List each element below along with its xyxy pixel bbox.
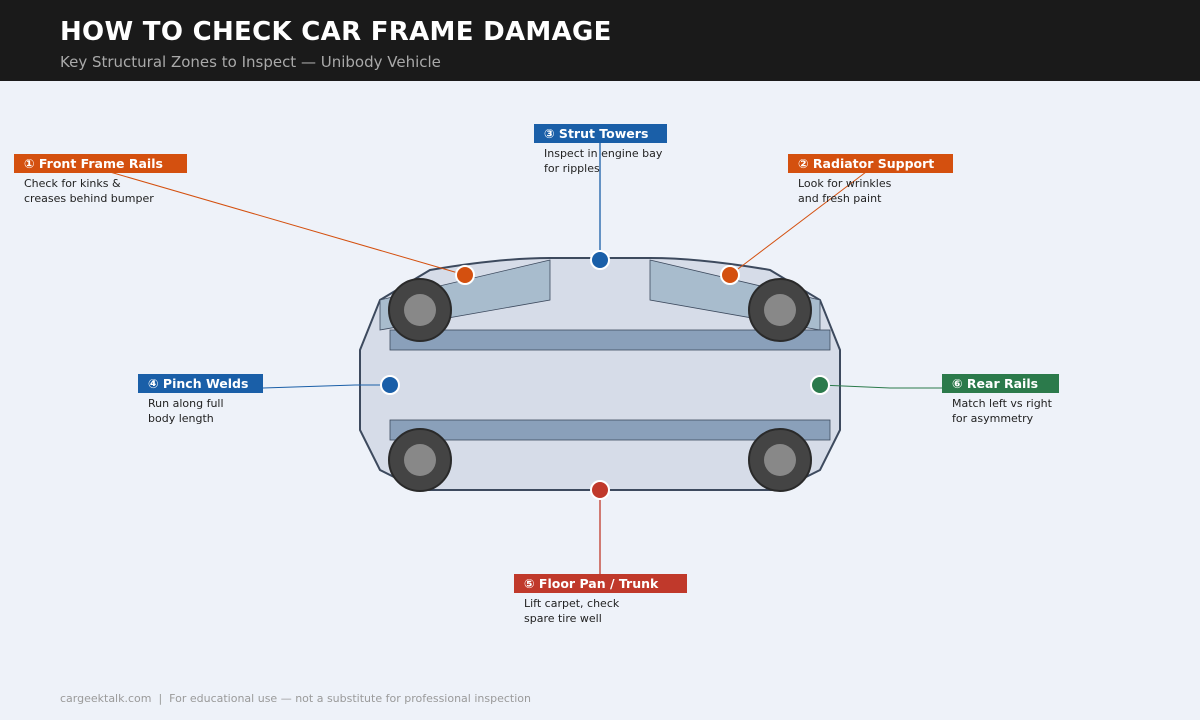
callout-desc-line: Lift carpet, check <box>524 597 620 610</box>
callout-label: ④ Pinch Welds <box>138 374 263 393</box>
page-title: HOW TO CHECK CAR FRAME DAMAGE <box>60 17 612 47</box>
callout-desc-line: Look for wrinkles <box>798 177 892 190</box>
callout-desc-line: spare tire well <box>524 612 602 625</box>
footer-note: cargeektalk.com | For educational use — … <box>60 692 531 705</box>
callout-description: Lift carpet, check spare tire well <box>524 596 619 626</box>
callout-description: Run along full body length <box>148 396 224 426</box>
callout-label: ⑥ Rear Rails <box>942 374 1059 393</box>
upper-frame-rail <box>389 329 831 351</box>
marker-floor-pan <box>590 480 610 500</box>
callout-desc-line: Run along full <box>148 397 224 410</box>
callout-desc-line: Match left vs right <box>952 397 1052 410</box>
marker-rear-rails <box>810 375 830 395</box>
page-subtitle: Key Structural Zones to Inspect — Unibod… <box>60 53 441 71</box>
wheel-rear-right <box>748 428 812 492</box>
callout-desc-line: for ripples <box>544 162 600 175</box>
leader-line-pinch-welds <box>262 384 390 389</box>
marker-front-frame-rails <box>455 265 475 285</box>
marker-radiator-support <box>720 265 740 285</box>
header-bar: HOW TO CHECK CAR FRAME DAMAGE Key Struct… <box>0 0 1200 81</box>
callout-description: Check for kinks & creases behind bumper <box>24 176 154 206</box>
marker-pinch-welds <box>380 375 400 395</box>
callout-label: ① Front Frame Rails <box>14 154 187 173</box>
leader-line-radiator-support <box>729 171 867 276</box>
callout-desc-line: Inspect in engine bay <box>544 147 663 160</box>
callout-label: ⑤ Floor Pan / Trunk <box>514 574 687 593</box>
callout-description: Inspect in engine bay for ripples <box>544 146 662 176</box>
lower-frame-rail <box>389 419 831 441</box>
callout-desc-line: creases behind bumper <box>24 192 154 205</box>
callout-description: Match left vs right for asymmetry <box>952 396 1052 426</box>
callout-desc-line: and fresh paint <box>798 192 882 205</box>
wheel-front-left <box>388 278 452 342</box>
marker-strut-towers <box>590 250 610 270</box>
callout-desc-line: body length <box>148 412 214 425</box>
wheel-rear-left <box>388 428 452 492</box>
callout-label: ② Radiator Support <box>788 154 953 173</box>
callout-label: ③ Strut Towers <box>534 124 667 143</box>
callout-desc-line: Check for kinks & <box>24 177 121 190</box>
leader-line-rear-rails <box>819 384 942 389</box>
wheel-front-right <box>748 278 812 342</box>
callout-description: Look for wrinkles and fresh paint <box>798 176 891 206</box>
leader-line-front-frame-rails <box>109 171 466 276</box>
callout-desc-line: for asymmetry <box>952 412 1034 425</box>
